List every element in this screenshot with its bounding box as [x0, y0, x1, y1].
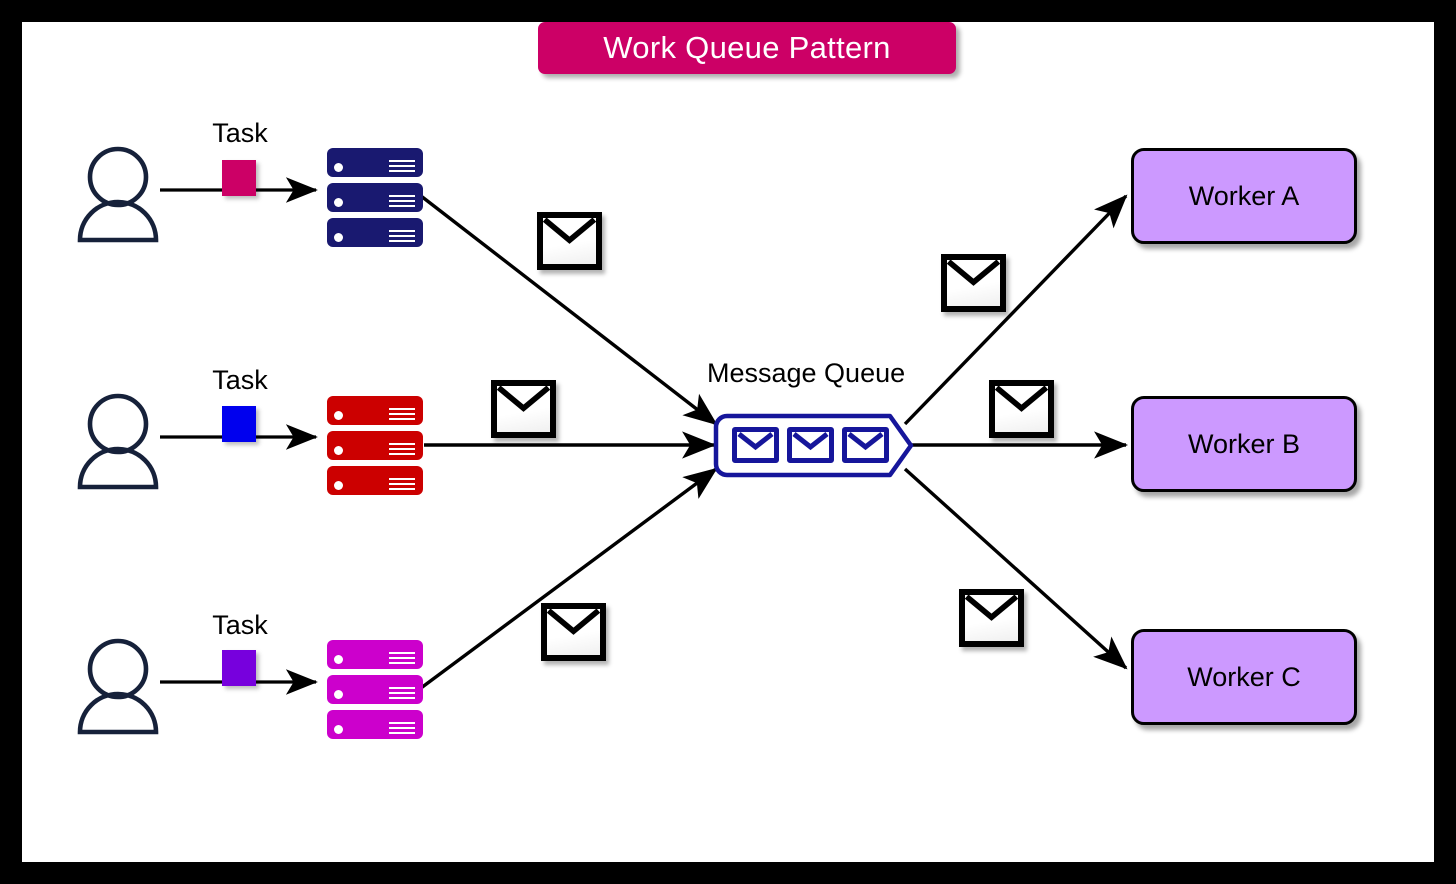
server-vents-icon [389, 408, 415, 420]
arrow-queue-to-worker-a [903, 194, 1128, 426]
envelope-icon [989, 380, 1054, 438]
task-chip-3 [222, 650, 256, 686]
server-vents-icon [389, 687, 415, 699]
server-stack-2[interactable] [327, 396, 423, 495]
person-icon-2 [77, 393, 159, 490]
server-led-icon [334, 481, 343, 490]
server-led-icon [334, 233, 343, 242]
message-queue-contents[interactable] [718, 415, 910, 475]
server-tier [327, 218, 423, 247]
server-led-icon [334, 690, 343, 699]
server-tier [327, 710, 423, 739]
server-led-icon [334, 725, 343, 734]
queue-envelope-icon [732, 427, 779, 463]
server-vents-icon [389, 230, 415, 242]
server-vents-icon [389, 160, 415, 172]
task-chip-1 [222, 160, 256, 196]
task-chip-2 [222, 406, 256, 442]
worker-b-label: Worker B [1187, 428, 1301, 459]
server-tier [327, 396, 423, 425]
server-stack-3[interactable] [327, 640, 423, 739]
envelope-icon [537, 212, 602, 270]
envelope-icon [941, 254, 1006, 312]
arrow-server1-to-queue [419, 194, 718, 426]
person-icon-3 [77, 638, 159, 735]
worker-a-box[interactable]: Worker A [1131, 148, 1357, 244]
page-title: Work Queue Pattern [538, 22, 956, 74]
server-led-icon [334, 163, 343, 172]
server-tier [327, 466, 423, 495]
task-label-2: Task [212, 365, 268, 395]
server-tier [327, 183, 423, 212]
envelope-icon [541, 603, 606, 661]
page-title-text: Work Queue Pattern [603, 30, 891, 65]
arrow-server3-to-queue [419, 467, 718, 690]
worker-a-label: Worker A [1188, 180, 1300, 211]
server-vents-icon [389, 478, 415, 490]
server-tier [327, 431, 423, 460]
server-vents-icon [389, 443, 415, 455]
envelope-icon [491, 380, 556, 438]
queue-envelope-icon [842, 427, 889, 463]
person-icon-1 [77, 146, 159, 243]
server-tier [327, 148, 423, 177]
server-led-icon [334, 655, 343, 664]
server-led-icon [334, 411, 343, 420]
task-label-1: Task [212, 118, 268, 148]
queue-envelope-icon [787, 427, 834, 463]
server-stack-1[interactable] [327, 148, 423, 247]
message-queue-label: Message Queue [707, 358, 906, 388]
worker-b-box[interactable]: Worker B [1131, 396, 1357, 492]
task-label-3: Task [212, 610, 268, 640]
worker-c-label: Worker C [1187, 661, 1301, 692]
server-vents-icon [389, 722, 415, 734]
server-tier [327, 640, 423, 669]
server-vents-icon [389, 652, 415, 664]
server-tier [327, 675, 423, 704]
server-led-icon [334, 198, 343, 207]
server-vents-icon [389, 195, 415, 207]
envelope-icon [959, 589, 1024, 647]
server-led-icon [334, 446, 343, 455]
worker-c-box[interactable]: Worker C [1131, 629, 1357, 725]
arrow-queue-to-worker-c [903, 467, 1128, 670]
